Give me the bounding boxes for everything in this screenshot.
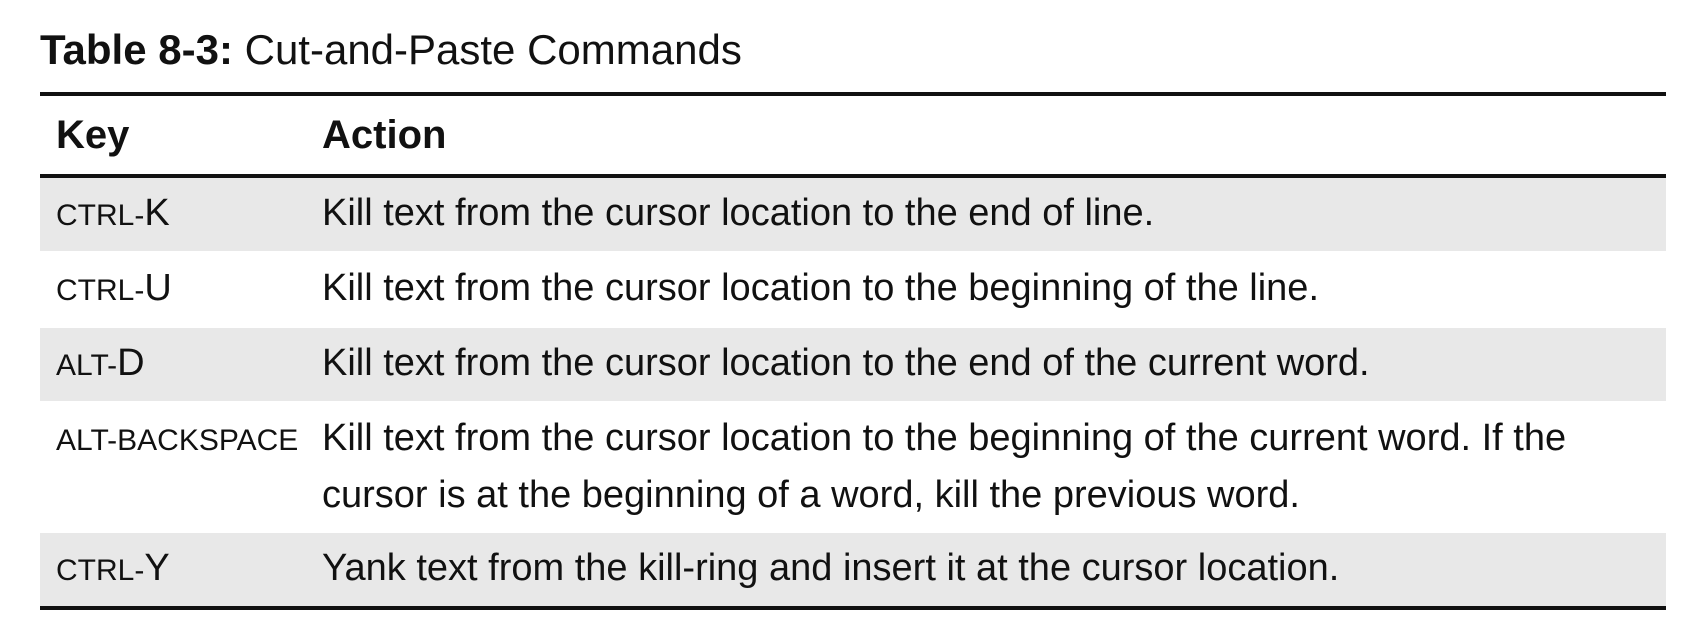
table-number: Table 8-3: [40, 26, 233, 73]
action-cell: Kill text from the cursor location to th… [306, 251, 1666, 327]
table-title: Cut-and-Paste Commands [244, 26, 742, 73]
column-header-action: Action [306, 94, 1666, 178]
table-row: CTRL-K Kill text from the cursor locatio… [40, 176, 1666, 252]
table-row: ALT-D Kill text from the cursor location… [40, 326, 1666, 402]
column-header-key: Key [40, 94, 306, 178]
key-modifier: CTRL- [56, 274, 145, 307]
table-caption: Table 8-3: Cut-and-Paste Commands [40, 22, 742, 78]
action-cell: Kill text from the cursor location to th… [306, 326, 1666, 402]
table-row: CTRL-Y Yank text from the kill-ring and … [40, 531, 1666, 608]
table-header: Key Action [40, 94, 1666, 178]
key-modifier: CTRL- [56, 199, 145, 232]
key-letter: D [117, 342, 145, 384]
key-letter: Y [144, 547, 170, 589]
key-cell: ALT-BACKSPACE [40, 401, 306, 532]
key-letter: K [144, 192, 170, 234]
key-modifier: CTRL- [56, 554, 145, 587]
action-cell: Kill text from the cursor location to th… [306, 401, 1666, 532]
table-row: ALT-BACKSPACE Kill text from the cursor … [40, 401, 1666, 532]
table-body: CTRL-K Kill text from the cursor locatio… [40, 176, 1666, 608]
key-cell: CTRL-U [40, 251, 306, 327]
key-letter: U [144, 267, 172, 309]
key-modifier: ALT-BACKSPACE [56, 424, 299, 457]
action-cell: Kill text from the cursor location to th… [306, 176, 1666, 252]
key-modifier: ALT- [56, 349, 118, 382]
header-row: Key Action [40, 94, 1666, 178]
key-cell: ALT-D [40, 326, 306, 402]
table-row: CTRL-U Kill text from the cursor locatio… [40, 251, 1666, 327]
cut-paste-commands-table: Key Action CTRL-K Kill text from the cur… [40, 92, 1666, 610]
key-cell: CTRL-Y [40, 531, 306, 608]
key-cell: CTRL-K [40, 176, 306, 252]
action-cell: Yank text from the kill-ring and insert … [306, 531, 1666, 608]
